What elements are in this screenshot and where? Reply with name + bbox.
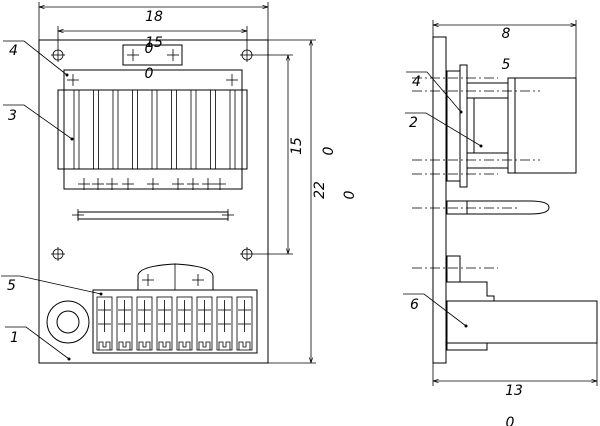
callout-1: 1 <box>10 330 19 346</box>
terminal-cells <box>96 296 253 351</box>
callout-side-2: 2 <box>409 115 418 131</box>
side-bar-profile <box>467 200 550 215</box>
dim-mount-height-tol: 0 <box>321 146 337 155</box>
terminal-cell <box>236 296 253 351</box>
dim-top-depth: 8 <box>502 26 511 42</box>
dim-total-depth-tol: 0 <box>506 415 515 426</box>
dim-mount-width: 15 <box>145 35 163 51</box>
dim-inner-tol: 0 <box>145 66 154 82</box>
dim-overall-width: 18 <box>145 9 163 25</box>
dim-mount-height: 15 <box>289 137 305 155</box>
side-bar <box>446 200 468 215</box>
terminal-block <box>92 289 258 354</box>
side-view: 8 5 13 0 4 2 6 <box>403 20 598 426</box>
terminal-cell <box>156 296 173 351</box>
callout-side-4: 4 <box>412 74 421 90</box>
callout-4: 4 <box>9 43 18 59</box>
terminal-cell <box>196 296 213 351</box>
dim-overall-height-tol: 0 <box>342 190 358 199</box>
mounting-hole-top-left <box>51 48 65 62</box>
base-plate <box>38 39 269 364</box>
indicator-lamp <box>46 300 90 344</box>
mounting-hole-top-right <box>240 48 254 62</box>
callout-3: 3 <box>8 108 17 124</box>
side-upper-arm <box>467 82 509 99</box>
side-relay-core <box>466 97 475 154</box>
leader-5 <box>1 275 102 295</box>
mounting-hole-bottom-left <box>51 247 65 261</box>
top-terminal-box <box>122 44 183 66</box>
side-coil <box>514 77 577 174</box>
leader-4 <box>3 40 68 76</box>
dim-top-depth-tol: 5 <box>502 57 511 73</box>
side-terminal-bottom <box>446 343 488 351</box>
mounting-bar <box>77 211 229 220</box>
dim-total-depth: 13 <box>505 383 523 399</box>
callout-5: 5 <box>7 278 16 294</box>
screw <box>67 74 238 86</box>
terminal-cell <box>116 296 133 351</box>
terminal-cover <box>137 263 214 290</box>
leader-side-6 <box>403 293 467 327</box>
leader-3 <box>3 104 73 140</box>
leader-1 <box>5 326 70 360</box>
side-relay-mount <box>446 70 461 182</box>
leader-side-2 <box>405 112 482 147</box>
terminal-cell <box>136 296 153 351</box>
side-relay-plate <box>459 64 468 188</box>
mounting-hole-bottom-right <box>240 247 254 261</box>
side-lower-arm <box>467 152 509 169</box>
leader-side-4 <box>406 71 462 113</box>
terminal-cell <box>176 296 193 351</box>
screw-row <box>78 178 226 190</box>
dim-mount-width-tol: 0 <box>145 41 154 57</box>
dim-overall-height: 22 <box>312 181 328 199</box>
side-terminal-block <box>446 300 598 344</box>
screw <box>127 49 179 61</box>
contact-fins <box>73 90 236 169</box>
terminal-cell <box>216 296 233 351</box>
callout-side-6: 6 <box>410 297 419 313</box>
front-view: 18 15 0 0 15 0 22 0 4 3 5 1 <box>1 2 358 364</box>
indicator-lens <box>56 310 80 334</box>
terminal-cell <box>96 296 113 351</box>
contact-block <box>57 89 248 170</box>
side-base-plate <box>432 36 447 364</box>
side-terminal-top <box>447 281 495 301</box>
